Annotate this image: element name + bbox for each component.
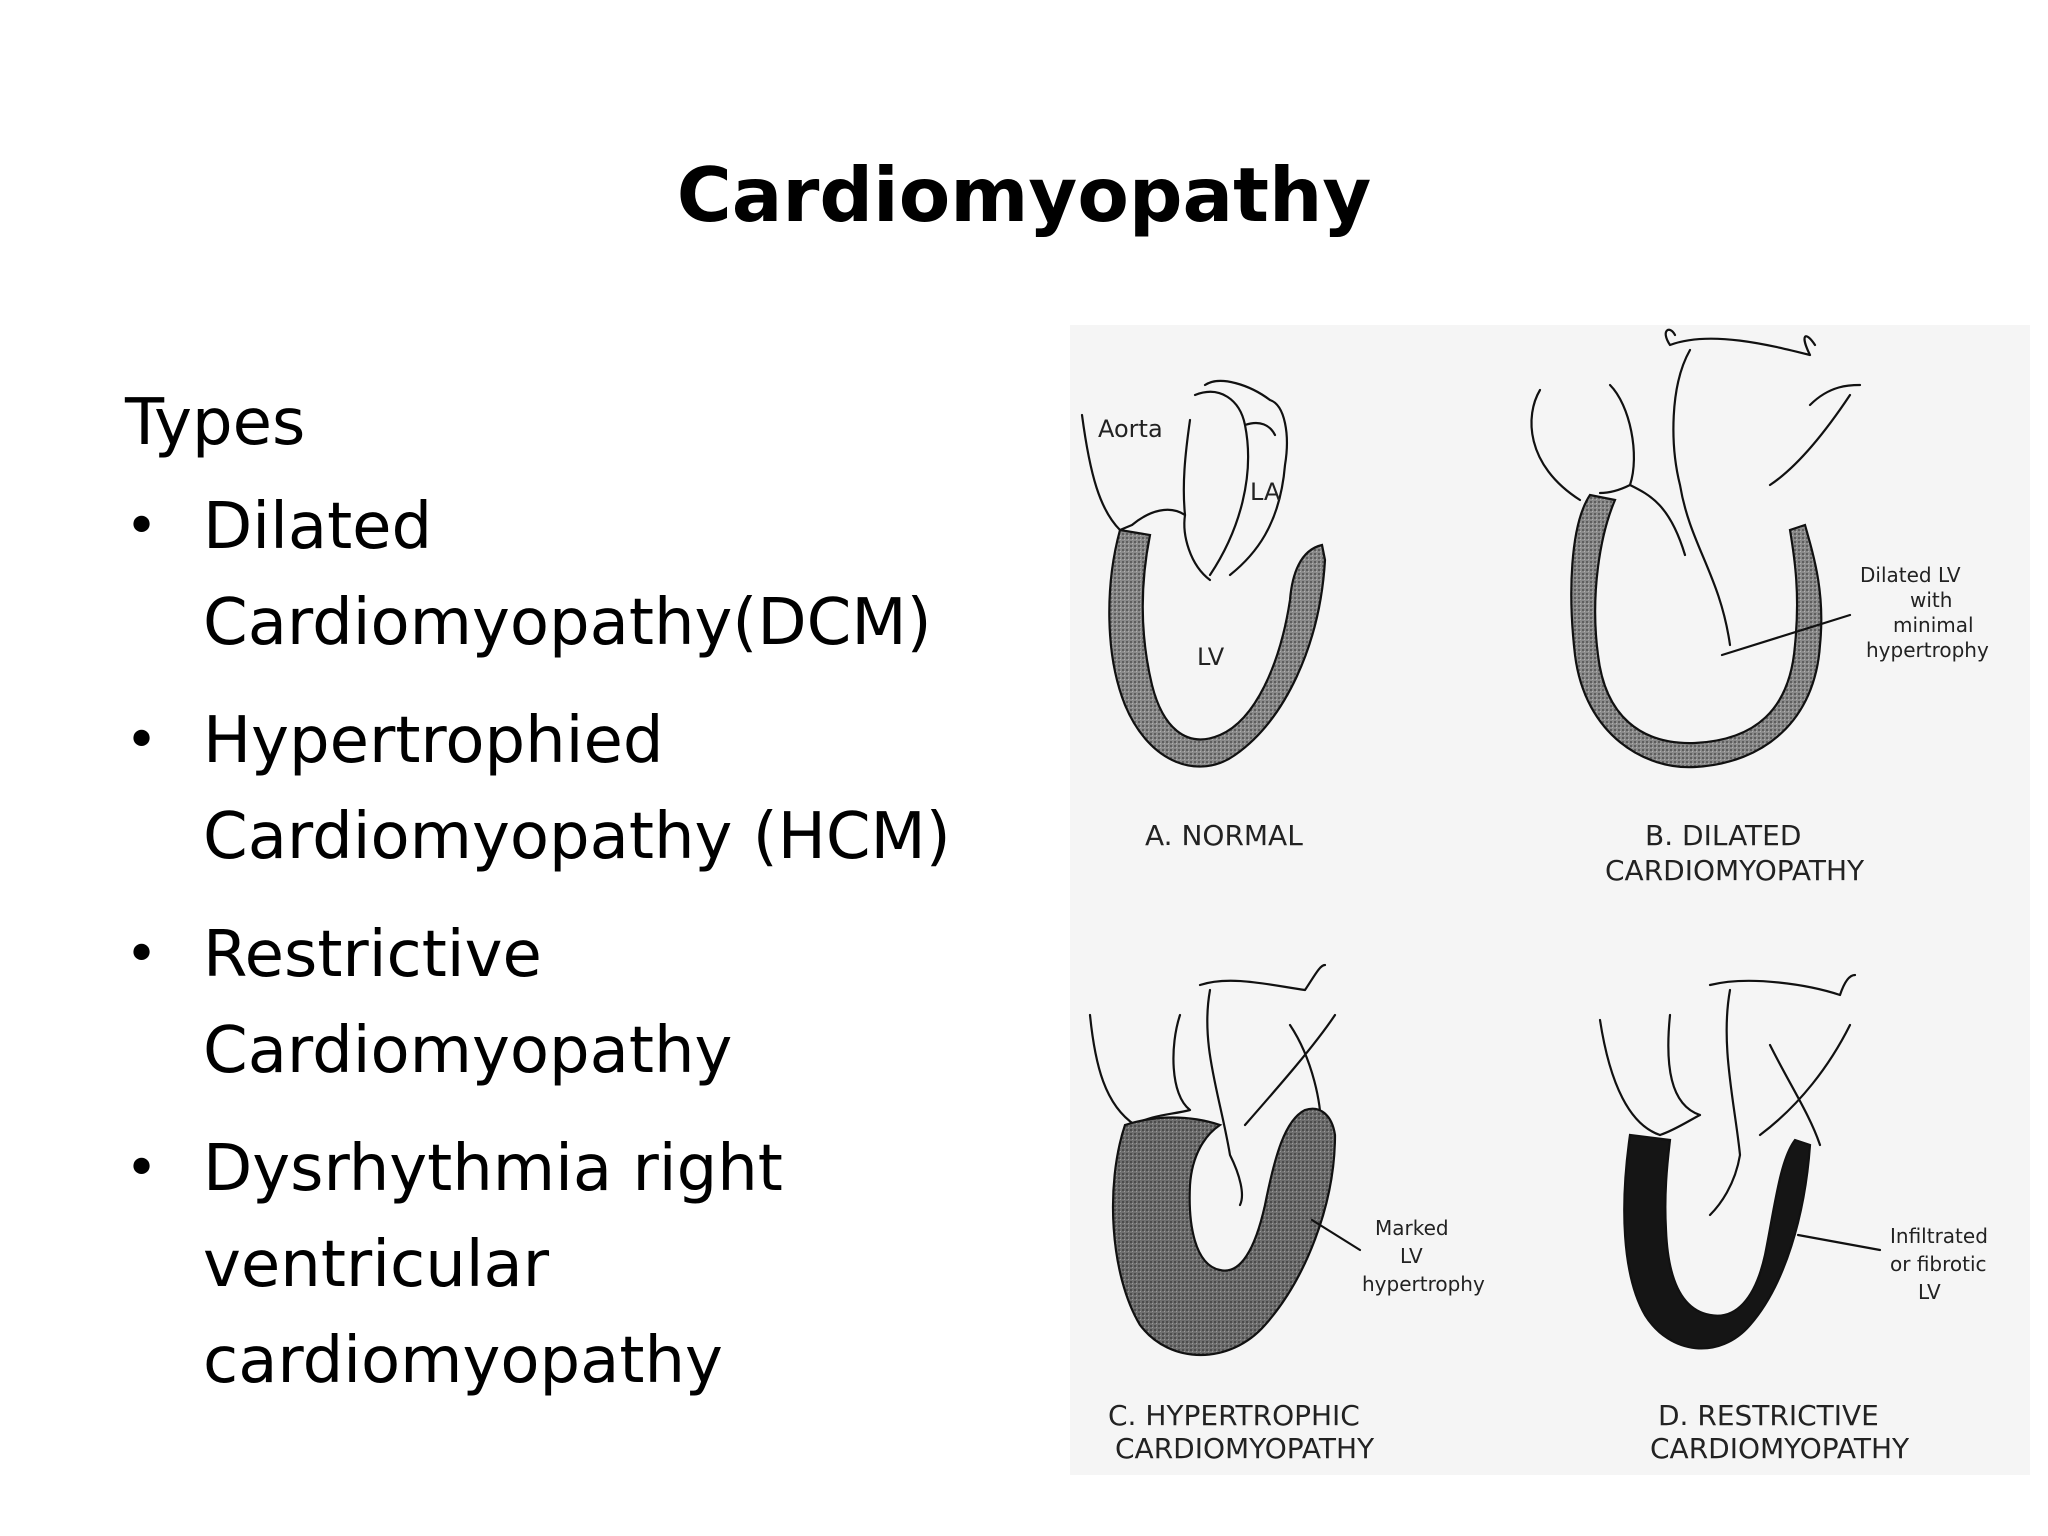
annotation-pointer (1796, 1233, 1882, 1252)
atrium-outline (1198, 963, 1337, 1207)
panel-dilated: Dilated LV with minimal hypertrophy B. D… (1530, 328, 1989, 887)
caption-dilated-2: CARDIOMYOPATHY (1605, 854, 1865, 887)
label-la: LA (1250, 478, 1281, 506)
aorta-outline (1088, 1013, 1192, 1127)
annotation-restrictive-2: or fibrotic (1890, 1252, 1987, 1276)
ventricle-wall-dilated (1570, 493, 1823, 769)
bullet-icon: • (125, 708, 159, 773)
caption-restrictive-2: CARDIOMYOPATHY (1650, 1432, 1910, 1465)
bullet-icon: • (125, 494, 159, 559)
ventricle-wall-restrictive (1623, 1133, 1812, 1350)
list-item-text: ventricular (203, 1228, 550, 1302)
list-item: • Dysrhythmia right ventricular cardiomy… (125, 1121, 1025, 1409)
ventricle-wall-hypertrophic (1111, 1107, 1337, 1356)
panel-restrictive: Infiltrated or fibrotic LV D. RESTRICTIV… (1598, 973, 1988, 1465)
cardiomyopathy-diagram: Aorta LA LV A. NORMAL Dilated LV with mi… (1070, 325, 2030, 1475)
caption-normal: A. NORMAL (1145, 819, 1303, 852)
aorta-outline (1598, 1013, 1702, 1137)
panel-normal: Aorta LA LV A. NORMAL (1080, 380, 1327, 852)
list-item-text: Cardiomyopathy (HCM) (203, 800, 951, 874)
annotation-hypertrophic-1: Marked (1375, 1216, 1449, 1240)
list-item-text: Dysrhythmia right (203, 1132, 783, 1206)
list-item-text: Cardiomyopathy (203, 1014, 733, 1088)
bullet-icon: • (125, 1136, 159, 1201)
list-item: • Hypertrophied Cardiomyopathy (HCM) (125, 693, 1025, 885)
slide-title: Cardiomyopathy (676, 151, 1372, 239)
caption-dilated-1: B. DILATED (1645, 819, 1801, 852)
atrium-outline (1193, 380, 1288, 577)
list-item-text: Restrictive (203, 918, 542, 992)
label-aorta: Aorta (1098, 415, 1163, 443)
slide-content: Types • Dilated Cardiomyopathy(DCM) • Hy… (125, 375, 1025, 1431)
aorta-outline (1080, 413, 1192, 532)
annotation-pointer (1720, 613, 1852, 657)
annotation-dilated-1: Dilated LV (1860, 563, 1961, 587)
list-item-text: Dilated (203, 490, 433, 564)
annotation-pointer (1310, 1218, 1362, 1252)
panel-hypertrophic: Marked LV hypertrophy C. HYPERTROPHIC CA… (1088, 963, 1485, 1465)
caption-hypertrophic-2: CARDIOMYOPATHY (1115, 1432, 1375, 1465)
septum-outline (1183, 513, 1212, 582)
caption-hypertrophic-1: C. HYPERTROPHIC (1108, 1399, 1360, 1432)
atrium-outline (1628, 328, 1862, 647)
annotation-restrictive-3: LV (1918, 1280, 1941, 1304)
annotation-dilated-4: hypertrophy (1866, 638, 1989, 662)
aorta-outline (1530, 383, 1636, 502)
annotation-dilated-2: with (1910, 588, 1952, 612)
list-item-text: Cardiomyopathy(DCM) (203, 586, 932, 660)
annotation-restrictive-1: Infiltrated (1890, 1224, 1988, 1248)
annotation-hypertrophic-2: LV (1400, 1244, 1423, 1268)
list-item: • Dilated Cardiomyopathy(DCM) (125, 479, 1025, 671)
annotation-hypertrophic-3: hypertrophy (1362, 1272, 1485, 1296)
list-item: • Restrictive Cardiomyopathy (125, 907, 1025, 1099)
list-item-text: Hypertrophied (203, 704, 664, 778)
ventricle-wall-normal (1108, 528, 1327, 768)
types-heading: Types (125, 386, 306, 460)
annotation-dilated-3: minimal (1893, 613, 1974, 637)
types-list: • Dilated Cardiomyopathy(DCM) • Hypertro… (125, 479, 1025, 1409)
list-item-text: cardiomyopathy (203, 1324, 723, 1398)
atrium-outline (1708, 973, 1857, 1217)
bullet-icon: • (125, 922, 159, 987)
caption-restrictive-1: D. RESTRICTIVE (1658, 1399, 1879, 1432)
diagram-svg: Aorta LA LV A. NORMAL Dilated LV with mi… (1080, 328, 1989, 1465)
label-lv: LV (1197, 643, 1225, 671)
